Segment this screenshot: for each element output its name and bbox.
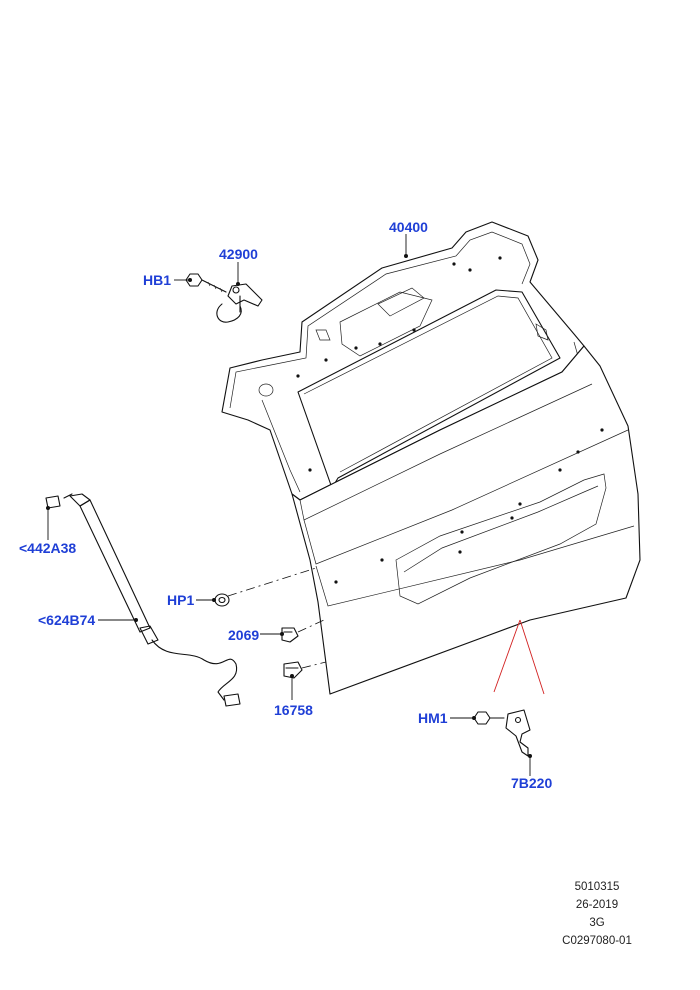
- callout-7b220[interactable]: 7B220: [511, 775, 552, 791]
- bumper-16758[interactable]: [283, 661, 303, 679]
- bolt-hb1[interactable]: [185, 273, 227, 293]
- liftgate-inner-frame: [221, 221, 585, 501]
- liftgate-outer-panel: [291, 345, 641, 695]
- callout-624b74[interactable]: <624B74: [38, 612, 95, 628]
- gas-strut[interactable]: [45, 493, 241, 707]
- callout-40400[interactable]: 40400: [389, 219, 428, 235]
- leader-lines: [46, 234, 532, 776]
- ref-line-2: 26-2019: [576, 899, 618, 911]
- latch-bracket[interactable]: [505, 709, 531, 757]
- hinge-part[interactable]: [216, 283, 263, 323]
- callout-42900[interactable]: 42900: [219, 246, 258, 262]
- callout-16758[interactable]: 16758: [274, 702, 313, 718]
- bumper-2069[interactable]: [281, 627, 299, 643]
- callout-hm1[interactable]: HM1: [418, 710, 448, 726]
- alignment-lines: [227, 567, 327, 669]
- ref-line-4: C0297080-01: [562, 935, 632, 947]
- red-indicator: [493, 619, 545, 695]
- ref-line-1: 5010315: [575, 881, 620, 893]
- ref-line-3: 3G: [589, 917, 604, 929]
- callout-hp1[interactable]: HP1: [167, 592, 194, 608]
- reference-block: 5010315 26-2019 3G C0297080-01: [562, 881, 632, 947]
- clip-hp1[interactable]: [214, 593, 230, 607]
- callout-442a38[interactable]: <442A38: [19, 540, 76, 556]
- bolt-hm1[interactable]: [473, 711, 505, 725]
- callout-hb1[interactable]: HB1: [143, 272, 171, 288]
- callout-2069[interactable]: 2069: [228, 627, 259, 643]
